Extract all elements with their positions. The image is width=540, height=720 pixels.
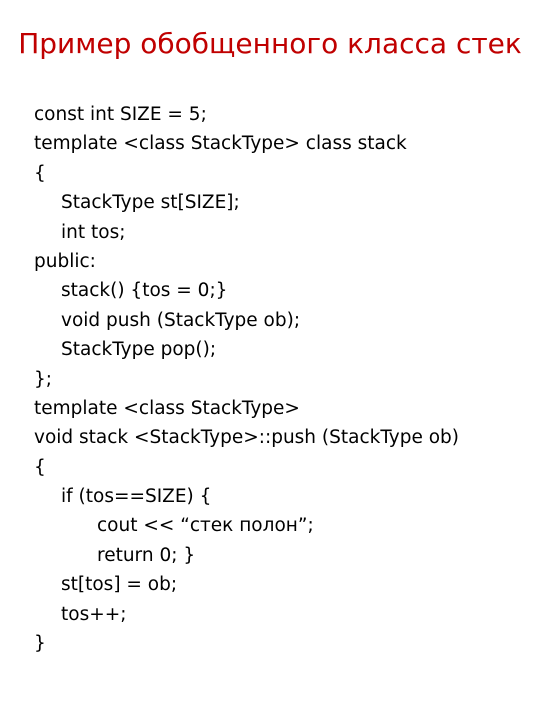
code-line: int tos; [61,221,126,243]
code-line: { [34,456,46,478]
code-line: template <class StackType> [34,397,300,419]
code-line: st[tos] = ob; [61,574,178,596]
code-line: const int SIZE = 5; [34,104,207,125]
code-line: tos++; [61,603,127,625]
code-line: public: [34,250,96,272]
code-line: } [34,633,46,655]
code-line: return 0; } [97,544,196,566]
code-line: stack() {tos = 0;} [61,280,228,302]
code-block: const int SIZE = 5; template <class Stack… [34,100,459,658]
code-line: StackType pop(); [61,339,217,361]
code-line: StackType st[SIZE]; [61,192,240,214]
code-line: void push (StackType ob); [61,309,301,331]
code-line: if (tos==SIZE) { [61,486,212,508]
slide-title: Пример обобщенного класса стек [18,27,522,60]
code-line: template <class StackType> class stack [34,133,407,155]
code-line: { [34,162,46,184]
code-line: }; [34,368,53,390]
code-line: void stack <StackType>::push (StackType … [34,427,460,449]
code-line: cout << “стек полон”; [97,515,314,537]
